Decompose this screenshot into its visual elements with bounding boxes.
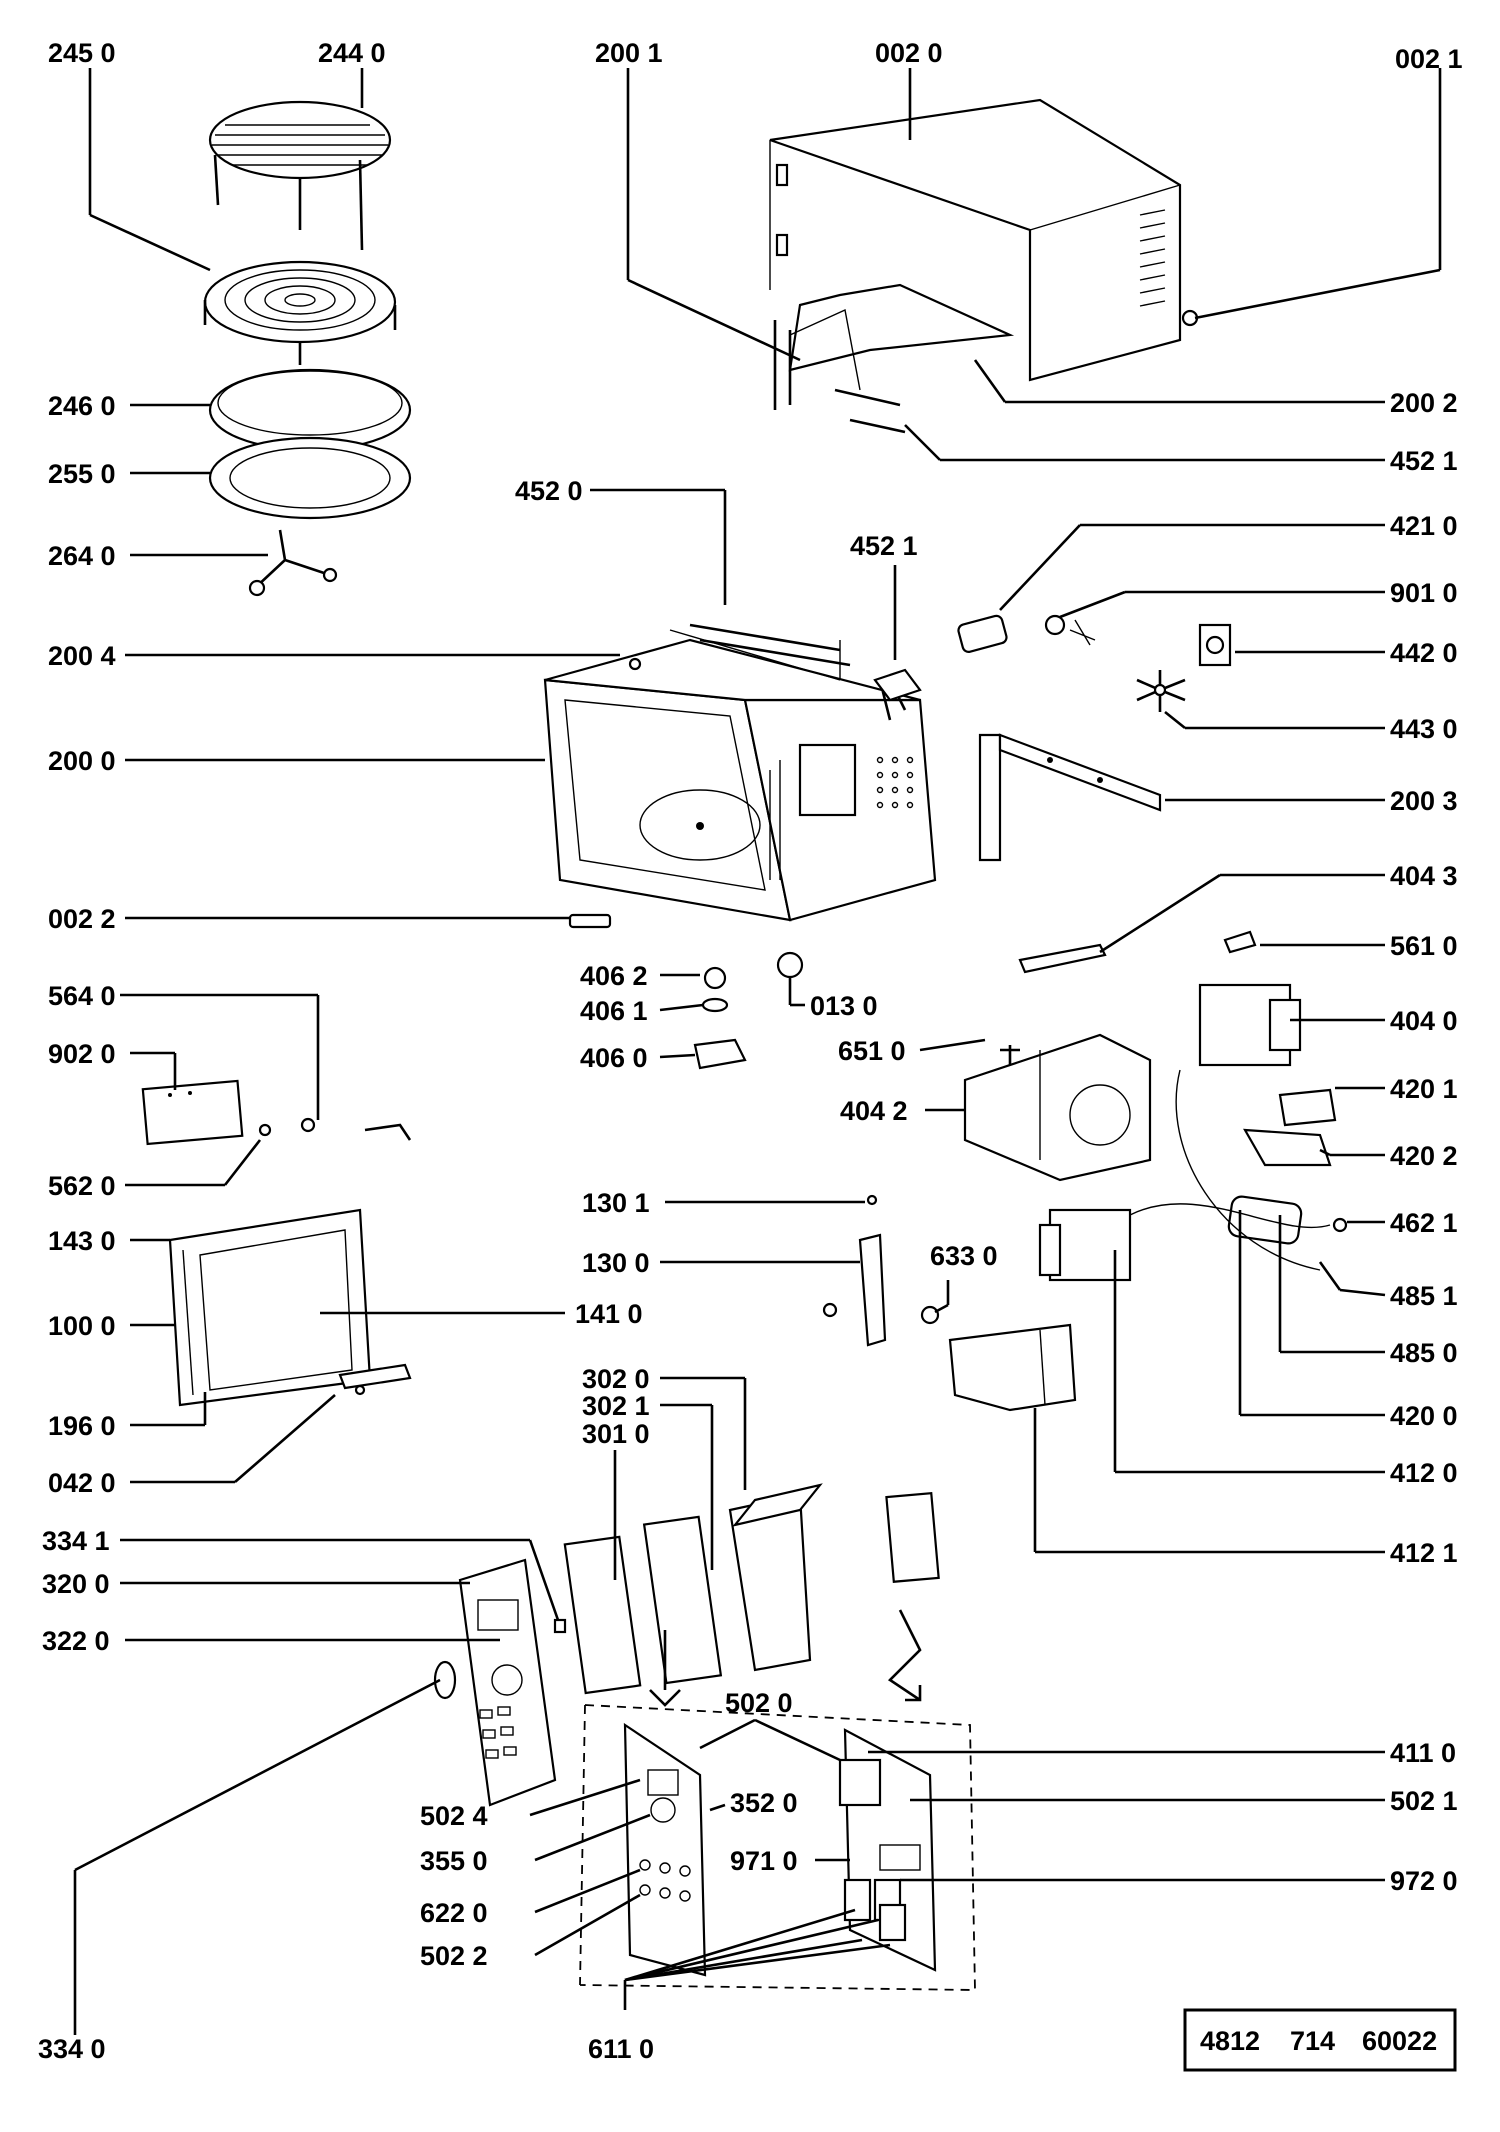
side-bracket-part	[978, 733, 1162, 862]
label-013-0: 013 0	[810, 991, 878, 1021]
label-420-1: 420 1	[1390, 1074, 1458, 1104]
code-box: 4812 714 60022	[1200, 2026, 1437, 2056]
control-panel-part	[433, 1558, 567, 1807]
label-042-0: 042 0	[48, 1468, 116, 1498]
label-562-0: 562 0	[48, 1171, 116, 1201]
label-404-3: 404 3	[1390, 861, 1458, 891]
label-002-1: 002 1	[1395, 44, 1463, 74]
label-622-0: 622 0	[420, 1898, 488, 1928]
label-972-0: 972 0	[1390, 1866, 1458, 1896]
fan-motor-part	[957, 614, 1232, 712]
cover-plate-part	[948, 1323, 1077, 1412]
label-633-0: 633 0	[930, 1241, 998, 1271]
label-502-4: 502 4	[420, 1801, 488, 1831]
label-352-0: 352 0	[730, 1788, 798, 1818]
label-485-1: 485 1	[1390, 1281, 1458, 1311]
label-302-1: 302 1	[582, 1391, 650, 1421]
label-651-0: 651 0	[838, 1036, 906, 1066]
label-452-1-top: 452 1	[1390, 446, 1458, 476]
label-406-0: 406 0	[580, 1043, 648, 1073]
label-302-0: 302 0	[582, 1364, 650, 1394]
label-412-1: 412 1	[1390, 1538, 1458, 1568]
label-264-0: 264 0	[48, 541, 116, 571]
label-406-2: 406 2	[580, 961, 648, 991]
label-971-0: 971 0	[730, 1846, 798, 1876]
power-boards-part	[579, 1704, 976, 1991]
label-245-0: 245 0	[48, 38, 116, 68]
outer-cabinet-part	[769, 98, 1199, 382]
code-part-3: 60022	[1362, 2026, 1437, 2056]
label-200-0: 200 0	[48, 746, 116, 776]
label-502-0: 502 0	[725, 1688, 793, 1718]
label-200-3: 200 3	[1390, 786, 1458, 816]
label-406-1: 406 1	[580, 996, 648, 1026]
label-002-0: 002 0	[875, 38, 943, 68]
label-611-0: 611 0	[588, 2034, 654, 2064]
crisp-plate-part	[203, 260, 397, 365]
code-box-frame	[1183, 2008, 1457, 2072]
label-320-0: 320 0	[42, 1569, 110, 1599]
magnetron-group-part	[963, 930, 1337, 1182]
label-462-1: 462 1	[1390, 1208, 1458, 1238]
label-130-0: 130 0	[582, 1248, 650, 1278]
label-452-1-mid: 452 1	[850, 531, 918, 561]
label-143-0: 143 0	[48, 1226, 116, 1256]
label-196-0: 196 0	[48, 1411, 116, 1441]
label-200-1: 200 1	[595, 38, 663, 68]
label-442-0: 442 0	[1390, 638, 1458, 668]
label-902-0: 902 0	[48, 1039, 116, 1069]
mounting-plates-part	[773, 283, 1015, 434]
grill-rack-part	[208, 100, 392, 251]
label-502-1: 502 1	[1390, 1786, 1458, 1816]
turntable-coupler-part	[248, 529, 338, 597]
label-420-0: 420 0	[1390, 1401, 1458, 1431]
label-334-1: 334 1	[42, 1526, 110, 1556]
label-200-4: 200 4	[48, 641, 116, 671]
code-part-2: 714	[1290, 2026, 1335, 2056]
label-255-0: 255 0	[48, 459, 116, 489]
control-boards-part	[563, 1483, 940, 1707]
transformer-part	[1038, 1069, 1348, 1282]
code-part-1: 4812	[1200, 2026, 1260, 2056]
label-002-2: 002 2	[48, 904, 116, 934]
label-334-0: 334 0	[38, 2034, 106, 2064]
part-labels: 245 0 244 0 200 1 002 0 002 1 246 0 255 …	[38, 38, 1463, 2064]
label-443-0: 443 0	[1390, 714, 1458, 744]
switch-group-part	[822, 1194, 940, 1347]
door-small-parts	[141, 1079, 412, 1146]
label-404-0: 404 0	[1390, 1006, 1458, 1036]
label-561-0: 561 0	[1390, 931, 1458, 961]
label-200-2: 200 2	[1390, 388, 1458, 418]
label-404-2: 404 2	[840, 1096, 908, 1126]
label-564-0: 564 0	[48, 981, 116, 1011]
label-901-0: 901 0	[1390, 578, 1458, 608]
door-part	[168, 1208, 372, 1407]
label-502-2: 502 2	[420, 1941, 488, 1971]
door-hook-part	[338, 1363, 412, 1396]
label-246-0: 246 0	[48, 391, 116, 421]
leader-lines	[73, 68, 1442, 2035]
label-421-0: 421 0	[1390, 511, 1458, 541]
label-100-0: 100 0	[48, 1311, 116, 1341]
label-420-2: 420 2	[1390, 1141, 1458, 1171]
label-452-0: 452 0	[515, 476, 583, 506]
label-301-0: 301 0	[582, 1419, 650, 1449]
label-141-0: 141 0	[575, 1299, 643, 1329]
label-485-0: 485 0	[1390, 1338, 1458, 1368]
label-355-0: 355 0	[420, 1846, 488, 1876]
roller-ring-part	[208, 436, 412, 520]
label-411-0: 411 0	[1390, 1738, 1456, 1768]
label-322-0: 322 0	[42, 1626, 110, 1656]
label-130-1: 130 1	[582, 1188, 650, 1218]
label-412-0: 412 0	[1390, 1458, 1458, 1488]
label-244-0: 244 0	[318, 38, 386, 68]
main-chassis-part	[543, 623, 937, 922]
